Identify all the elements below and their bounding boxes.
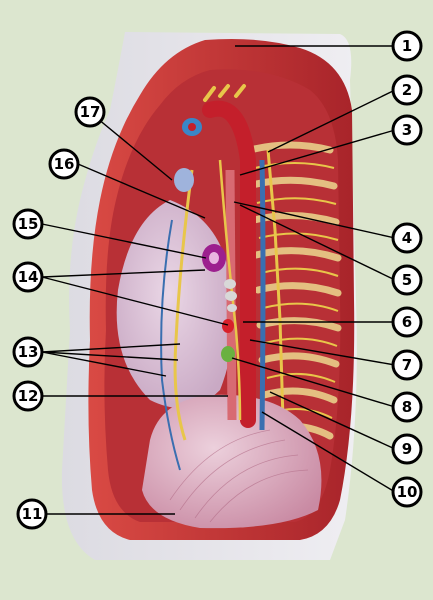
callout-2-label: 2	[402, 81, 412, 99]
callout-9: 9	[391, 433, 423, 465]
leader-5	[239, 204, 396, 281]
leader-3	[239, 129, 396, 176]
leader-14b	[41, 269, 206, 278]
callout-12: 12	[12, 380, 44, 412]
vagus-nerve	[218, 159, 242, 421]
callout-6-label: 6	[402, 313, 412, 331]
callout-5-label: 5	[402, 271, 412, 289]
callout-13: 13	[12, 336, 44, 368]
aorta	[202, 100, 256, 428]
callout-10-label: 10	[397, 483, 418, 501]
callout-11-label: 11	[22, 505, 43, 523]
callout-12-label: 12	[18, 387, 39, 405]
callout-13-label: 13	[18, 343, 39, 361]
apical-vessels	[174, 84, 246, 192]
leader-8	[231, 357, 396, 408]
leader-15	[41, 223, 207, 259]
callout-4: 4	[391, 222, 423, 254]
callout-9-label: 9	[402, 440, 412, 458]
callout-5: 5	[391, 264, 423, 296]
leader-lines	[41, 45, 396, 515]
leader-7	[249, 339, 396, 366]
callout-7: 7	[391, 349, 423, 381]
diaphragm-dome	[142, 394, 322, 529]
leader-13c	[41, 351, 167, 377]
callout-15-label: 15	[18, 215, 39, 233]
leader-16	[77, 163, 206, 219]
sympathetic-trunk	[266, 149, 285, 421]
callout-1: 1	[391, 30, 423, 62]
callout-16: 16	[48, 148, 80, 180]
leader-9	[269, 391, 396, 450]
callout-10: 10	[391, 476, 423, 508]
callout-17: 17	[74, 96, 106, 128]
phrenic-nerve	[173, 169, 194, 441]
callout-17-label: 17	[80, 103, 101, 121]
leader-4	[233, 201, 396, 239]
callout-8: 8	[391, 391, 423, 423]
leader-14a	[41, 276, 229, 326]
diaphragm-fibers	[169, 429, 309, 523]
callout-4-label: 4	[402, 229, 412, 247]
callout-15: 15	[12, 208, 44, 240]
callout-14: 14	[12, 261, 44, 293]
pericardiacophrenic-vessels	[160, 219, 181, 471]
callout-6: 6	[391, 306, 423, 338]
leader-17	[91, 113, 173, 181]
leader-13a	[41, 343, 181, 353]
callout-2: 2	[391, 74, 423, 106]
leader-13b	[41, 351, 179, 361]
pulmonary-hilum	[202, 244, 237, 362]
leader-2	[267, 89, 396, 153]
callout-3: 3	[391, 114, 423, 146]
callout-11: 11	[16, 498, 48, 530]
callout-1-label: 1	[402, 37, 412, 55]
callout-16-label: 16	[54, 155, 75, 173]
callout-3-label: 3	[402, 121, 412, 139]
callout-8-label: 8	[402, 398, 412, 416]
callout-14-label: 14	[18, 268, 39, 286]
callout-7-label: 7	[402, 356, 412, 374]
azygos-vein	[259, 159, 266, 431]
callout-badges: 1 2 3 4 5 6 7 8	[12, 30, 423, 530]
leader-10	[261, 411, 396, 493]
